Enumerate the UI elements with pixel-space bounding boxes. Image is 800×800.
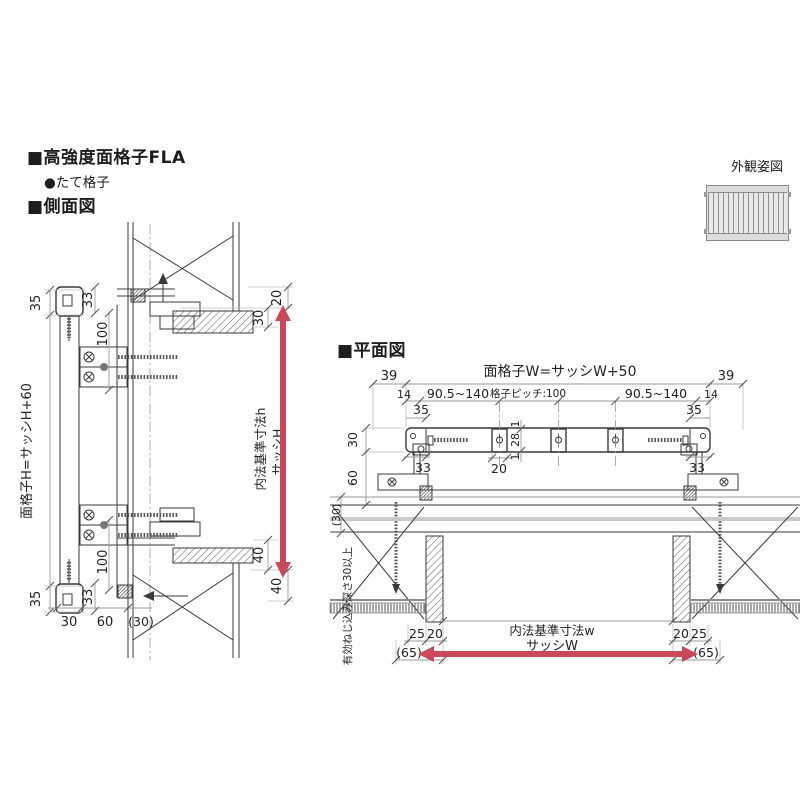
mount-bracket-top xyxy=(79,346,178,388)
dim-40-b: 40 xyxy=(270,578,285,595)
grille-bars xyxy=(708,192,787,234)
dim-25-left: 25 xyxy=(409,626,425,641)
dim-100-top: 100 xyxy=(96,322,111,347)
grille-tab xyxy=(788,192,791,197)
dim-33-left: 33 xyxy=(415,460,431,475)
dim-bar-1b: 1 xyxy=(509,454,522,461)
dim-pitch: 格子ピッチ:100 xyxy=(490,387,566,400)
anchor-band-right xyxy=(689,602,800,614)
plan-view-dimensions: 面格子W=サッシW+50 39 39 14 90.5~140 格子ピッチ:100… xyxy=(330,364,748,665)
sash-width-arrow xyxy=(418,646,698,662)
dim-39-left: 39 xyxy=(381,369,398,384)
screw-depth-note: 有効ねじ込み深さ30以上 xyxy=(341,547,354,665)
dim-side-30: 30 xyxy=(345,432,360,448)
dim-14-right: 14 xyxy=(704,388,718,401)
dim-35-top: 35 xyxy=(29,295,44,312)
screw-tip-icon xyxy=(143,591,154,601)
height-formula: 面格子H=サッシH+60 xyxy=(19,383,35,519)
page-title: ■高強度面格子FLA xyxy=(27,148,186,168)
dim-gap-30: 30 xyxy=(252,310,267,327)
anchor-band-left xyxy=(329,602,426,614)
dim-20-right: 20 xyxy=(673,626,689,641)
grille-tab xyxy=(704,192,707,197)
dim-40-a: 40 xyxy=(252,547,267,564)
inner-height-label: 内法基準寸法h xyxy=(253,408,268,491)
top-rail-section xyxy=(55,286,84,317)
lattice-type-label: ●たて格子 xyxy=(44,175,110,191)
inner-width-label: 内法基準寸法w xyxy=(509,623,594,638)
dim-foot-30p: (30) xyxy=(128,614,154,629)
width-formula: 面格子W=サッシW+50 xyxy=(484,364,637,380)
hatched-sill-bottom xyxy=(172,547,254,564)
dim-range-right: 90.5~140 xyxy=(625,386,687,401)
grille-tab xyxy=(788,229,791,234)
hatched-jamb-right xyxy=(672,535,691,623)
dim-side-30p: (30) xyxy=(330,504,343,527)
dim-39-right: 39 xyxy=(718,369,735,384)
dim-33-right: 33 xyxy=(689,460,705,475)
dim-100-bottom: 100 xyxy=(96,550,111,575)
dim-20-left: 20 xyxy=(427,626,443,641)
appearance-view-label: 外観姿図 xyxy=(731,160,784,175)
plan-view-title: ■平面図 xyxy=(337,341,407,361)
mount-bracket-bottom xyxy=(79,504,178,546)
bottom-rail-section xyxy=(55,583,84,614)
dim-bar-20: 20 xyxy=(491,461,507,476)
dim-foot-30: 30 xyxy=(61,615,78,630)
grille-tab xyxy=(704,229,707,234)
dim-35-bottom: 35 xyxy=(29,591,44,608)
dim-side-60: 60 xyxy=(345,470,360,486)
anchor-clip-icon xyxy=(158,273,168,284)
dim-gap-20: 20 xyxy=(270,290,285,307)
dim-33-bottom: 33 xyxy=(81,589,96,606)
appearance-grille-graphic xyxy=(704,185,791,241)
hatched-sill-top xyxy=(172,310,254,334)
dim-bar-1a: 1 xyxy=(509,421,522,428)
side-view-drawing xyxy=(55,222,254,660)
side-view-dimensions: 35 35 面格子H=サッシH+60 33 33 100 100 30 60 (… xyxy=(19,282,293,630)
dim-35-right: 35 xyxy=(686,402,702,417)
sash-width-label: サッシW xyxy=(526,639,578,654)
dim-33-top: 33 xyxy=(81,292,96,309)
hatched-jamb-left xyxy=(425,535,444,623)
dim-range-left: 90.5~140 xyxy=(427,386,489,401)
plan-view-drawing xyxy=(329,402,800,623)
side-view-title: ■側面図 xyxy=(27,197,97,217)
dim-foot-60: 60 xyxy=(97,615,114,630)
dim-65-left: (65) xyxy=(396,645,422,660)
dim-65-right: (65) xyxy=(693,645,719,660)
dim-14-left: 14 xyxy=(397,388,411,401)
dim-35-left: 35 xyxy=(413,402,429,417)
dim-bar-28: 28 xyxy=(509,433,522,447)
dim-25-right: 25 xyxy=(691,626,707,641)
sash-height-arrow xyxy=(275,305,291,578)
